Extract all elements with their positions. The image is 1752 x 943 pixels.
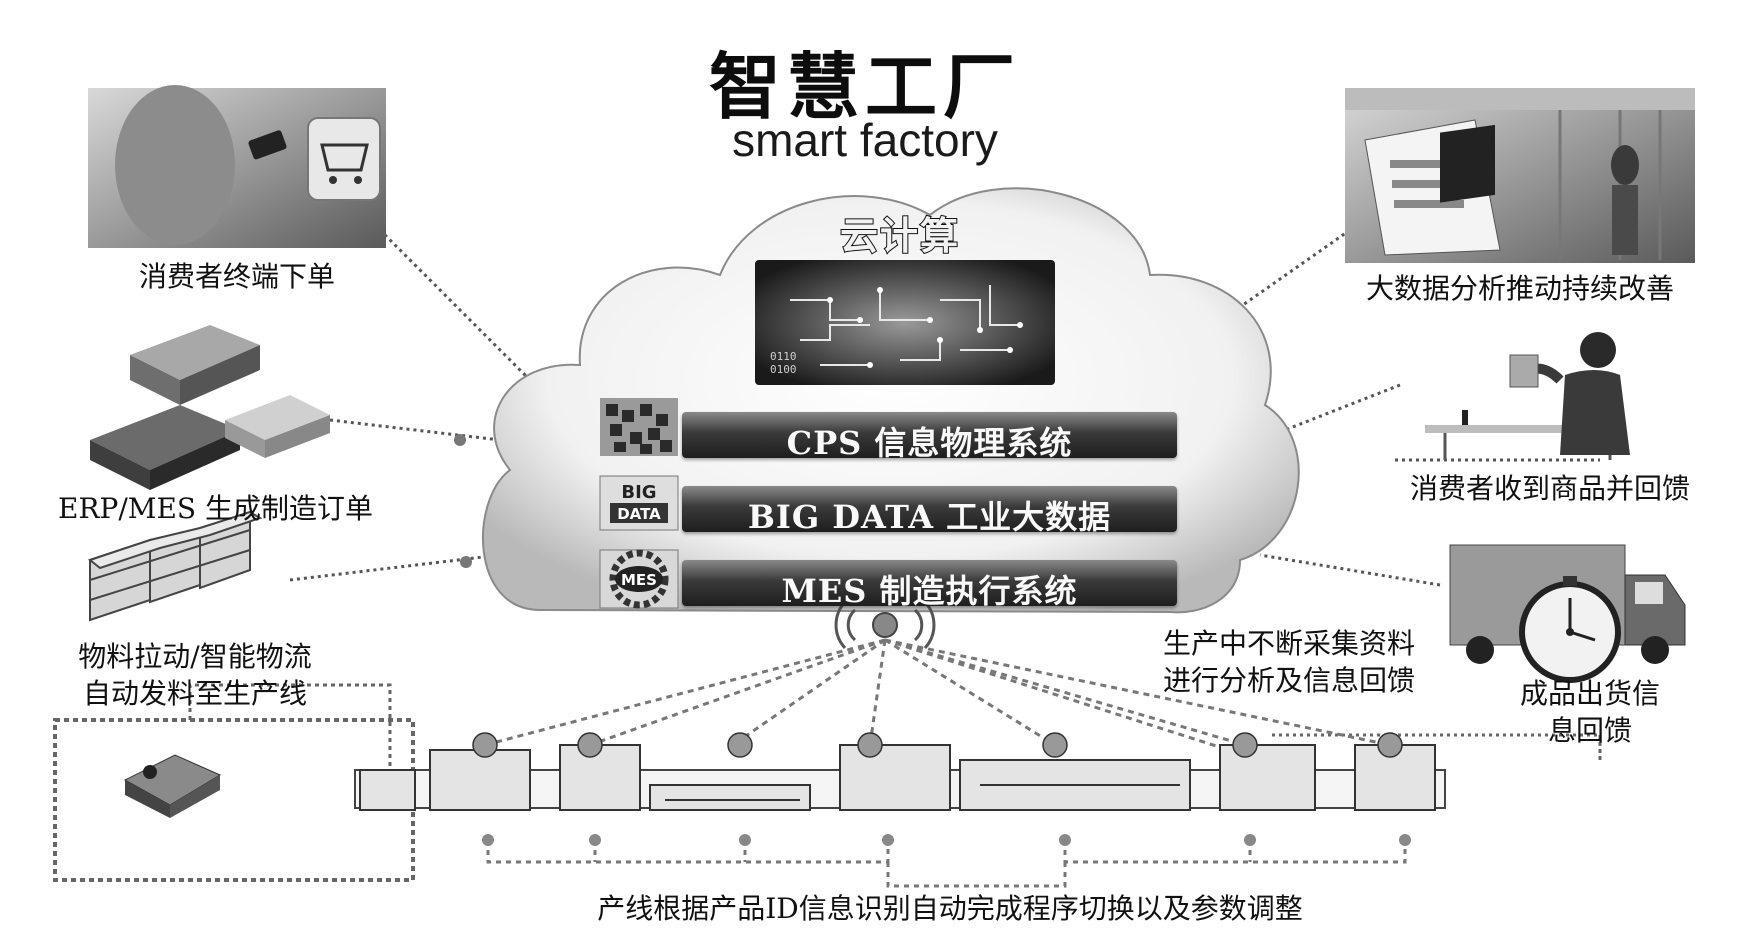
- consumer-order-caption: 消费者终端下单: [138, 260, 335, 293]
- big-data-band: BIG DATA 工业大数据: [682, 486, 1177, 536]
- connector-shipping: [1259, 553, 1441, 587]
- connector-consumer-feedback: [1284, 383, 1401, 432]
- line-machine-aoi-1: [1219, 744, 1316, 811]
- svg-text:DATA: DATA: [617, 505, 661, 523]
- logistics-caption-line-2: 自动发料至生产线: [82, 677, 307, 710]
- shipping-caption-line-1: 成品出货信: [1519, 677, 1660, 710]
- delivery-truck-stopwatch-photo: [1270, 544, 1686, 760]
- line-machine-conveyor: [649, 784, 811, 811]
- bigdata-analysis-caption: 大数据分析推动持续改善: [1365, 272, 1674, 305]
- svg-text:BIG: BIG: [621, 482, 656, 503]
- material-feeding-box: [53, 683, 415, 882]
- mes-gear-icon: MES: [599, 549, 679, 609]
- production-line: [354, 732, 1446, 811]
- id-scan-bracket: [486, 840, 1407, 888]
- erp-mes-order-caption: ERP/MES 生成制造订单: [58, 492, 373, 525]
- svg-text:MES: MES: [621, 571, 657, 589]
- data-collection-rays: [484, 638, 1391, 802]
- consumer-order-photo: [88, 85, 386, 248]
- bigdata-analysis-photo: [1345, 88, 1695, 263]
- consumer-feedback-caption: 消费者收到商品并回馈: [1409, 472, 1690, 505]
- page-title: 智慧工厂: [708, 44, 1021, 129]
- wireless-hub-icon: [834, 600, 936, 650]
- mes-band-label: MES 制造执行系统: [781, 572, 1078, 610]
- smart-logistics-shelves-photo: [87, 510, 263, 622]
- line-machine-pick-place: [839, 744, 951, 811]
- cloud-computing-title: 云计算: [839, 213, 960, 259]
- shipping-caption-line-2: 息回馈: [1547, 714, 1632, 747]
- svg-text:0100: 0100: [770, 363, 797, 376]
- data-collection-caption-line-2: 进行分析及信息回馈: [1163, 664, 1416, 697]
- mes-band: MES 制造执行系统: [682, 560, 1177, 610]
- big-data-band-label: BIG DATA 工业大数据: [747, 498, 1112, 536]
- line-machine-spi: [559, 744, 641, 811]
- id-scan-dots: [482, 834, 1411, 846]
- connector-bigdata-analysis: [1199, 228, 1351, 337]
- data-collection-caption-line-1: 生产中不断采集资料: [1163, 627, 1416, 660]
- connector-consumer-order: [358, 208, 562, 412]
- line-machine-loader: [359, 769, 416, 811]
- brain-circuit-image: 0110 0100: [755, 260, 1055, 385]
- connector-erp-mes: [329, 418, 501, 442]
- cps-band-label: CPS 信息物理系统: [786, 424, 1073, 462]
- cps-band: CPS 信息物理系统: [682, 412, 1177, 462]
- bottom-caption: 产线根据产品ID信息识别自动完成程序切换以及参数调整: [597, 892, 1303, 925]
- big-data-icon: BIG DATA: [599, 475, 679, 531]
- line-machine-printer: [429, 749, 531, 811]
- svg-text:0110: 0110: [770, 350, 797, 363]
- consumer-feedback-photo: [1395, 124, 1630, 462]
- cps-icon: [600, 398, 678, 456]
- logistics-caption-line-1: 物料拉动/智能物流: [78, 640, 312, 673]
- page-subtitle: smart factory: [732, 114, 998, 166]
- erp-mes-factory-photo: [90, 325, 330, 490]
